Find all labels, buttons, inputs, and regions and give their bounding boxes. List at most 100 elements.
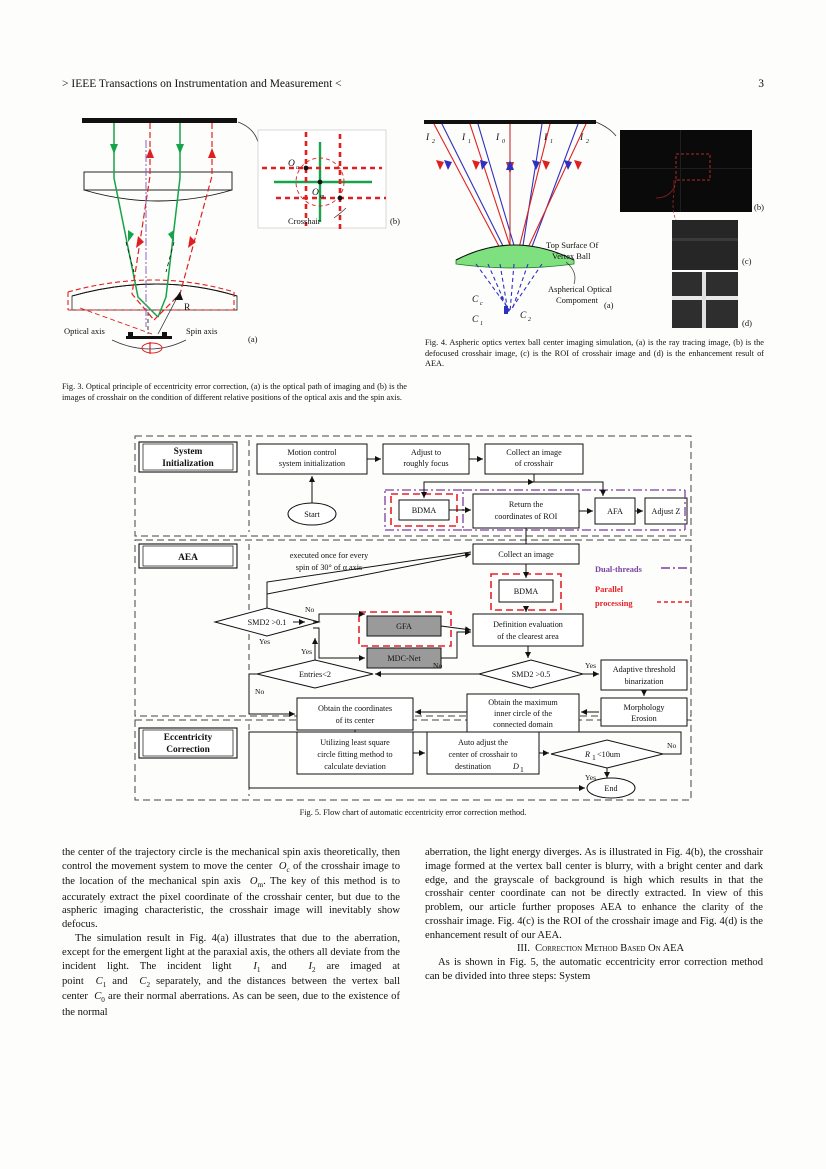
node-definition: Definition evaluation of the clearest ar… (472, 613, 584, 647)
least-square-line1: Utilizing least square (320, 738, 390, 747)
brace (111, 339, 187, 350)
fig4-sensor-bar (424, 120, 596, 124)
ray-arrowheads (436, 160, 582, 174)
gfa-label: GFA (396, 622, 412, 631)
least-square-line3: calculate deviation (324, 762, 386, 771)
legend-parallel-1: Parallel (595, 585, 624, 594)
par-l2-a: The simulation result in Fig. 4(a) illus… (62, 933, 400, 972)
auto-adjust-line2: center of crosshair to (449, 750, 518, 759)
paragraph-left-1: the center of the trajectory circle is t… (62, 846, 400, 932)
fig3-label-a: (a) (248, 334, 258, 344)
page-number: 3 (758, 78, 764, 90)
end-label: End (604, 784, 617, 793)
par-l2-b: and (271, 960, 287, 972)
om-sub: m (320, 194, 325, 200)
node-morphology: Morphology Erosion (600, 697, 688, 727)
panel-b-hline (620, 168, 752, 169)
label-no-smd05: No (433, 661, 442, 670)
flow-legend: Dual-threads Parallel processing (595, 565, 689, 608)
component-top (71, 283, 238, 297)
section-number: III. (516, 943, 530, 955)
sym-om-sub: m (257, 881, 264, 890)
note-line1: executed once for every (290, 551, 369, 560)
ray-label-3: I (543, 133, 548, 143)
node-least-square: Utilizing least square circle fitting me… (296, 731, 414, 775)
red-diagonal (79, 307, 153, 335)
start-label: Start (304, 510, 320, 519)
sym-i2: I (308, 960, 312, 972)
label-yes-smd05: Yes (585, 661, 596, 670)
guide-lines (125, 241, 175, 334)
label-no-gfa: No (305, 605, 314, 614)
lens-curve (83, 189, 233, 202)
destination-symbol: D (512, 762, 519, 771)
label-no-entries: No (255, 687, 264, 696)
adjust-focus-line1: Adjust to (411, 448, 441, 457)
motion-control-line2: system initialization (279, 459, 345, 468)
figure-4: I 2 I 1 I 0 I 1 I 2 C c C 1 C 2 Top Surf… (418, 112, 764, 332)
stage-ecc-line1: Eccentricity (164, 733, 213, 743)
c1-label: C (472, 315, 479, 325)
node-bdma-2: BDMA (498, 579, 554, 603)
spin-ellipse (141, 342, 163, 354)
max-inner-line2: inner circle of the (494, 709, 552, 718)
par-l2-e: separately, and the distances between th… (62, 976, 401, 1003)
node-end: End (586, 777, 636, 799)
aspherical-label-2: Compoment (556, 295, 599, 305)
motion-control-line1: Motion control (287, 448, 337, 457)
definition-line2: of the clearest area (497, 632, 559, 641)
arrows-ecc (249, 750, 610, 791)
sym-c2-sub: 2 (146, 981, 151, 990)
aspherical-leader (565, 261, 576, 285)
node-collect-crosshair: Collect an image of crosshair (484, 443, 584, 475)
focus-points (500, 296, 510, 314)
stage-label-system: System Initialization (138, 441, 238, 473)
red-arrowheads (136, 148, 216, 248)
fig4-panel-b: (b) (620, 130, 764, 212)
base-bar (126, 336, 172, 339)
body-column-right: aberration, the light energy diverges. A… (425, 846, 763, 983)
green-rays (113, 123, 181, 318)
journal-name: > IEEE Transactions on Instrumentation a… (62, 78, 342, 90)
radius-label: R (184, 303, 191, 313)
node-adjust-focus: Adjust to roughly focus (382, 443, 470, 475)
fig3-inset-b: O c O m Crosshair (b) (257, 129, 400, 230)
inset-leader (237, 121, 259, 143)
edge-labels-ecc: No Yes (585, 741, 676, 782)
point-om (317, 179, 323, 185)
sym-c0-sub: 0 (101, 996, 105, 1005)
obtain-center-line1: Obtain the coordinates (318, 704, 392, 713)
panel-d-vline (702, 272, 706, 328)
point-third (337, 195, 343, 201)
node-collect-image: Collect an image (472, 543, 580, 565)
fig4b-leader (595, 121, 617, 137)
paragraph-right-2: As is shown in Fig. 5, the automatic ecc… (425, 956, 763, 982)
dual-thread-span (463, 489, 686, 531)
optical-component (71, 283, 238, 311)
arrow-no-gfa (313, 611, 365, 623)
figure-3-caption: Fig. 3. Optical principle of eccentricit… (62, 382, 407, 402)
base-block-right (162, 332, 167, 337)
bdma1-label: BDMA (412, 506, 437, 515)
auto-adjust-line1: Auto adjust the (458, 738, 508, 747)
oc-sub: c (296, 165, 299, 171)
adaptive-line1: Adaptive threshold (613, 665, 676, 674)
stage-aea-line1: AEA (178, 553, 198, 563)
inset-frame (257, 129, 387, 229)
sym-c1: C (95, 976, 103, 987)
arrow-yes-mdc (313, 627, 365, 661)
arrow-loop-no (248, 731, 682, 788)
sensor-bar (82, 118, 237, 123)
collect-crosshair-line2: of crosshair (515, 459, 554, 468)
par-l2-c: are imaged at point (62, 960, 401, 987)
fig4-panel-c: (c) (672, 220, 752, 270)
par-l1-a: the center of the trajectory circle is t… (62, 847, 400, 872)
decision-radius: R 1 <10um (550, 739, 664, 769)
red-rays (131, 123, 213, 321)
ray-label-1: I (461, 133, 466, 143)
paragraph-left-2: The simulation result in Fig. 4(a) illus… (62, 932, 400, 1020)
stage-label-eccentricity: Eccentricity Correction (138, 727, 238, 759)
par-l2-f: are their normal aberrations. As can be … (62, 991, 400, 1018)
stage-ecc-line2: Correction (166, 745, 210, 755)
